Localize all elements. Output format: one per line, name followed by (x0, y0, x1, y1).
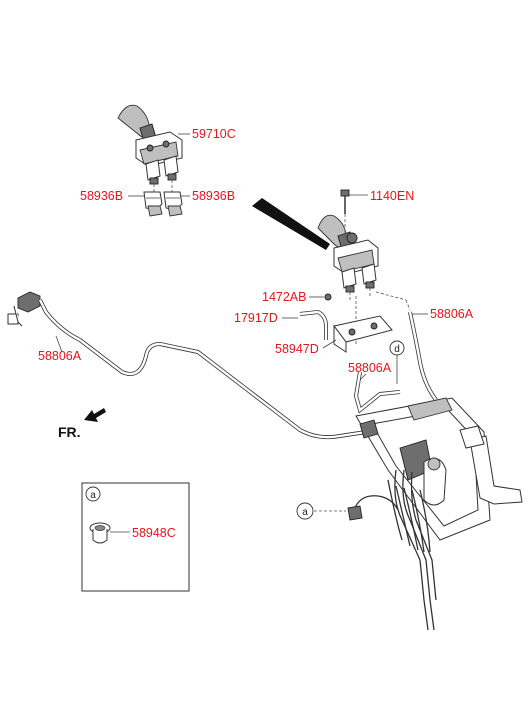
housing-assembly (355, 397, 523, 631)
detail-box-a: a 58948C (81, 482, 190, 592)
label-58936b-right: 58936B (192, 189, 235, 203)
valve-assembly-59710c (117, 104, 183, 185)
marker-a-main-text: a (302, 507, 308, 518)
marker-a-detail-text: a (90, 490, 96, 501)
label-58806a-mid: 58806A (348, 361, 392, 375)
grommet-58948c (89, 522, 111, 544)
pointer-wedge (252, 198, 330, 250)
label-1140en: 1140EN (370, 189, 414, 203)
bolt-1140en (340, 189, 350, 214)
front-direction-indicator: FR. (58, 408, 106, 440)
label-58936b-left: 58936B (80, 189, 123, 203)
label-58947d: 58947D (275, 342, 319, 356)
marker-a-main (296, 502, 314, 520)
label-58806a-left: 58806A (38, 349, 82, 363)
label-59710c: 59710C (192, 127, 236, 141)
fitting-58936b-right (163, 191, 183, 217)
fr-label: FR. (58, 424, 81, 440)
label-1472ab: 1472AB (262, 290, 306, 304)
fitting-58936b-left (143, 191, 163, 217)
marker-d-text: d (394, 344, 400, 355)
connector-left (7, 291, 41, 327)
connector-a-main (347, 505, 363, 521)
valve-assembly-installed (317, 214, 379, 293)
fr-arrow-icon (84, 408, 106, 422)
bracket-58947d (333, 315, 393, 353)
label-17917d: 17917D (234, 311, 278, 325)
marker-a-detail (85, 486, 101, 502)
clip-1472ab (324, 293, 332, 301)
label-58806a-right: 58806A (430, 307, 474, 321)
label-58948c: 58948C (132, 526, 176, 540)
